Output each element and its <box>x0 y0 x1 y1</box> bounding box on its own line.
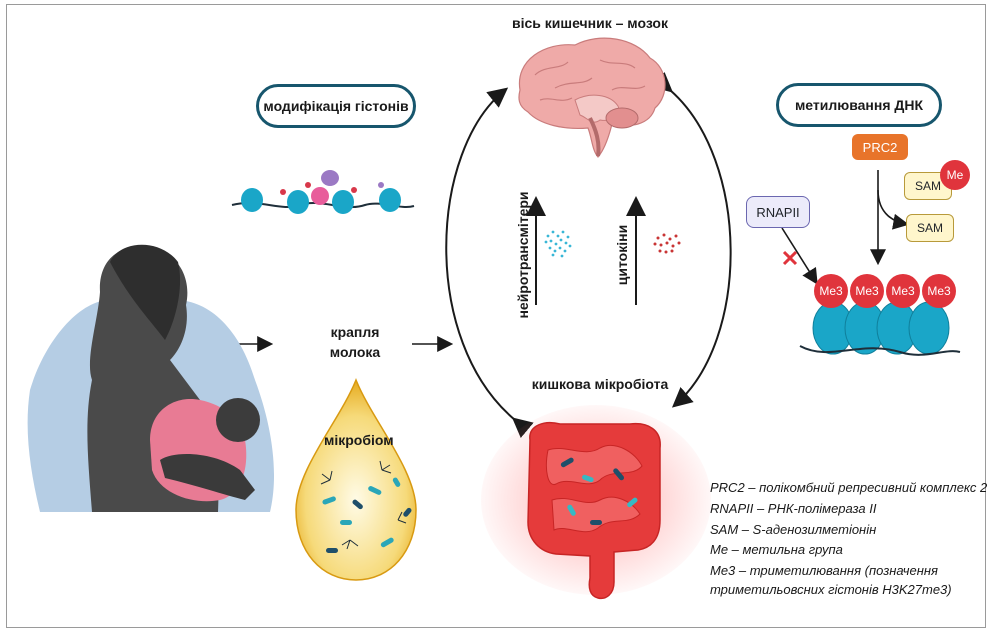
abbreviation-legend: PRC2 – полікомбний репресивний комплекс … <box>710 478 987 601</box>
sam-methylated-label: SAM <box>914 179 941 193</box>
methyl-group-label: Me <box>946 168 964 182</box>
prc2-box: PRC2 <box>852 134 908 160</box>
prc2-label: PRC2 <box>862 139 898 155</box>
me3-mark: Me3 <box>814 274 848 308</box>
brain-illustration <box>518 37 666 158</box>
histone-modification-pill: модифікація гістонів <box>256 84 416 128</box>
sam-box: SAM <box>906 214 954 242</box>
neurotransmitters-label: нейротрансмітери <box>515 191 531 319</box>
legend-item-me3: Me3 – триметилювання (позначення <box>710 563 938 579</box>
milk-drop-label: крапля молока <box>329 324 381 360</box>
dna-methylation-label: метилювання ДНК <box>794 97 924 113</box>
me3-mark: Me3 <box>922 274 956 308</box>
arrow-brain-to-gut-right <box>651 71 732 408</box>
legend-item-me: Me – метильна група <box>710 542 843 558</box>
arrow-gut-to-brain-left <box>445 87 534 438</box>
neurotransmitter-particles <box>544 230 572 258</box>
sam-label: SAM <box>916 221 943 235</box>
legend-item-prc2: PRC2 – полікомбний репресивний комплекс … <box>710 480 988 495</box>
gut-microbiota-label: кишкова мікробіота <box>531 376 669 392</box>
histone-dna-strand <box>231 170 415 214</box>
histone-modification-label: модифікація гістонів <box>263 98 409 114</box>
milk-drop-illustration <box>295 377 417 581</box>
methyl-group-badge: Me <box>940 160 970 190</box>
legend-item-rnapii: RNAPII – РНК-полімераза II <box>710 500 877 516</box>
legend-item-me3-cont: триметильовсних гістонів H3K27me3) <box>710 581 952 597</box>
me3-mark: Me3 <box>850 274 884 308</box>
legend-item-sam: SAM – S-аденозилметіонін <box>710 521 877 537</box>
cytokine-particles <box>653 233 681 254</box>
me3-mark: Me3 <box>886 274 920 308</box>
me3-marks-row: Me3 Me3 Me3 Me3 <box>814 274 964 308</box>
cytokines-label: цитокіни <box>614 224 630 286</box>
rnapii-label: RNAPII <box>756 204 800 220</box>
dna-methylation-pill: метилювання ДНК <box>776 83 942 127</box>
gut-illustration <box>481 405 711 600</box>
mother-baby-illustration <box>27 244 275 512</box>
microbiome-label: мікробіом <box>324 432 394 448</box>
gut-brain-axis-title: вісь кишечник – мозок <box>512 15 668 31</box>
rnapii-box: RNAPII <box>746 196 810 228</box>
